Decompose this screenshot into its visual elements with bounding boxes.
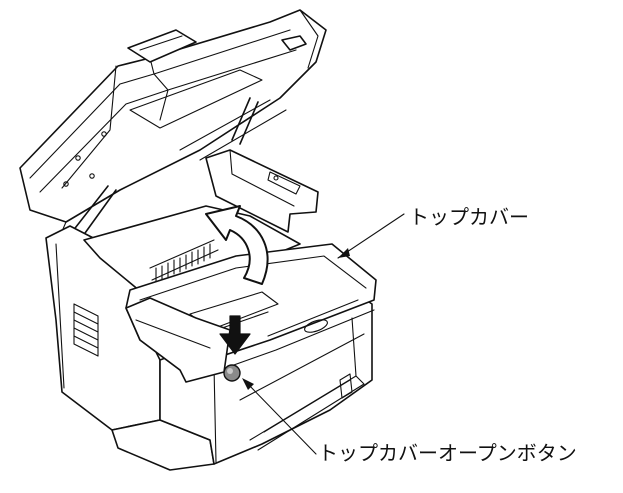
curved-arrow-up-icon: [205, 205, 269, 285]
top-cover-label: トップカバー: [409, 205, 529, 229]
rear-frame: [205, 149, 319, 233]
top-cover-open-button: [223, 364, 241, 382]
leader-lines: [242, 213, 405, 455]
support-struts: [71, 97, 259, 241]
top-cover-open-button-label: トップカバーオープンボタン: [318, 441, 577, 465]
arrow-down-icon: [219, 315, 251, 355]
printer-body: [45, 225, 373, 471]
